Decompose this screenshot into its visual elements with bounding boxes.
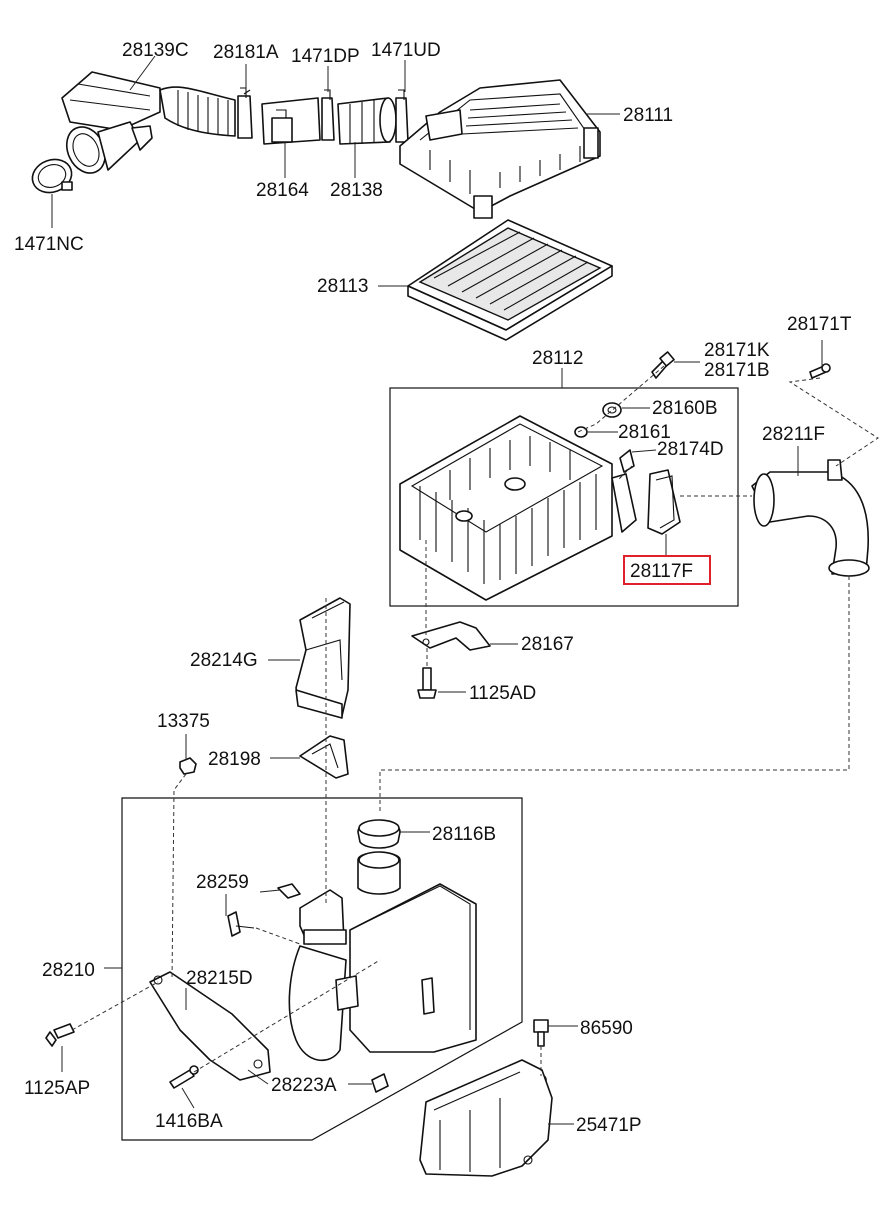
bolt-28171k[interactable]	[651, 351, 675, 379]
label-28223a[interactable]: 28223A	[271, 1075, 337, 1096]
hose-28138[interactable]	[337, 97, 397, 145]
label-1471nc[interactable]: 1471NC	[14, 234, 84, 255]
bolt-1125ap[interactable]	[45, 1023, 75, 1047]
label-1471dp[interactable]: 1471DP	[291, 46, 360, 67]
label-28117f[interactable]: 28117F	[630, 561, 693, 582]
air-duct-28214g[interactable]	[295, 597, 351, 719]
label-28198[interactable]: 28198	[208, 749, 261, 770]
seal-28198[interactable]	[299, 735, 349, 779]
cap-28116b[interactable]	[357, 819, 401, 849]
label-1416ba[interactable]: 1416BA	[155, 1111, 223, 1132]
label-1125ad[interactable]: 1125AD	[469, 683, 536, 704]
highlight-box-28117f	[623, 555, 711, 585]
label-28138[interactable]: 28138	[330, 180, 383, 201]
label-1471ud[interactable]: 1471UD	[371, 40, 441, 61]
label-28139c[interactable]: 28139C	[122, 40, 189, 61]
grommet-28161[interactable]	[574, 426, 588, 438]
label-28181a[interactable]: 28181A	[213, 42, 279, 63]
label-28171k[interactable]: 28171K	[704, 340, 770, 361]
sensor-housing-28164[interactable]	[261, 97, 321, 145]
air-cleaner-cover-28111[interactable]	[399, 79, 601, 219]
seal-28117f[interactable]	[647, 469, 681, 535]
hose-clamp-1471nc[interactable]	[28, 154, 77, 198]
clamp-1471dp[interactable]	[321, 89, 335, 141]
bolt-28171t[interactable]	[809, 363, 831, 379]
label-13375[interactable]: 13375	[157, 711, 210, 732]
label-28112[interactable]: 28112	[532, 348, 583, 369]
label-1125ap[interactable]: 1125AP	[24, 1078, 90, 1099]
label-28116b[interactable]: 28116B	[432, 824, 496, 845]
part-labels: 28139C 28181A 1471DP 1471UD 28111 28164 …	[14, 40, 852, 1136]
label-28161[interactable]: 28161	[618, 422, 671, 443]
clamp-1471ud[interactable]	[395, 89, 409, 143]
clip-28223a[interactable]	[371, 1073, 389, 1093]
nut-13375[interactable]	[179, 757, 197, 775]
label-28214g[interactable]: 28214G	[190, 650, 258, 671]
bracket-28167[interactable]	[411, 621, 491, 651]
bolt-1125ad[interactable]	[417, 667, 437, 699]
bracket-28215d[interactable]	[149, 971, 271, 1081]
resonator-28210[interactable]	[288, 851, 477, 1062]
label-28210[interactable]: 28210	[42, 960, 95, 981]
air-filter-28113[interactable]	[407, 219, 613, 341]
shield-25471p[interactable]	[419, 1059, 553, 1177]
clamp-28181a[interactable]	[237, 87, 253, 139]
grommet-28160b[interactable]	[602, 402, 622, 418]
air-duct-28211f[interactable]	[751, 459, 870, 577]
body-assembly-box	[389, 387, 739, 607]
seal-28117f-side[interactable]	[611, 473, 637, 533]
intake-hose-28139c[interactable]	[60, 71, 236, 179]
label-86590[interactable]: 86590	[580, 1018, 633, 1039]
label-28171t[interactable]: 28171T	[787, 314, 852, 335]
bracket-28174d[interactable]	[619, 449, 635, 473]
clip-28259[interactable]	[227, 883, 301, 937]
dashed-connectors	[71, 365, 879, 1076]
label-28211f[interactable]: 28211F	[762, 424, 825, 445]
label-28259[interactable]: 28259	[196, 872, 249, 893]
leader-lines	[51, 55, 823, 1125]
label-28167[interactable]: 28167	[521, 634, 574, 655]
label-28113[interactable]: 28113	[317, 276, 368, 297]
label-28171b[interactable]: 28171B	[704, 360, 770, 381]
label-28215d[interactable]: 28215D	[186, 968, 253, 989]
label-28164[interactable]: 28164	[256, 180, 309, 201]
label-28111[interactable]: 28111	[623, 105, 673, 126]
resonator-assembly-box	[121, 797, 523, 1141]
pin-1416ba[interactable]	[169, 1065, 199, 1089]
label-28174d[interactable]: 28174D	[657, 439, 724, 460]
label-25471p[interactable]: 25471P	[576, 1115, 642, 1136]
label-28160b[interactable]: 28160B	[652, 398, 718, 419]
air-cleaner-body-28112[interactable]	[399, 415, 613, 601]
